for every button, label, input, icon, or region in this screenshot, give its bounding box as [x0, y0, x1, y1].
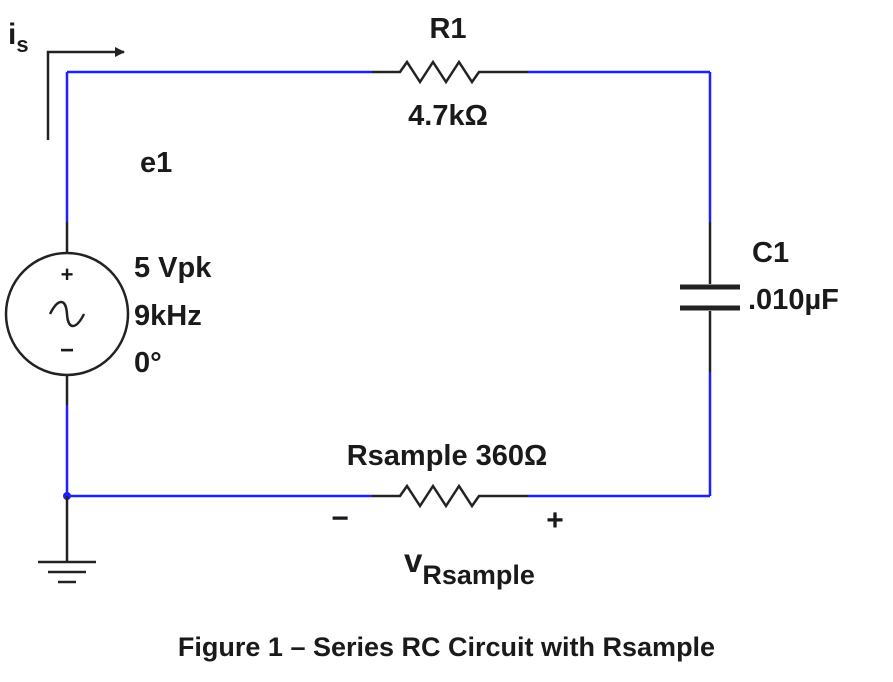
- source-phase: 0°: [134, 347, 162, 379]
- voltage-label: vRsample: [404, 542, 535, 590]
- source-name: e1: [140, 147, 172, 179]
- rsample-minus-sign: −: [331, 502, 349, 535]
- r1-value: 4.7kΩ: [408, 100, 488, 132]
- rsample-plus-sign: +: [546, 504, 564, 537]
- capacitor-icon: [680, 222, 740, 372]
- circuit-diagram: is R1 4.7kΩ + − e1 5 Vpk 9kHz 0° C1 .010…: [4, 13, 839, 590]
- ac-source-icon: [4, 222, 130, 405]
- wires: [65, 70, 712, 498]
- resistor-icon: [372, 59, 528, 85]
- c1-name: C1: [752, 237, 789, 269]
- r1-name: R1: [429, 13, 466, 45]
- source-amplitude: 5 Vpk: [134, 252, 212, 284]
- c1-value: .010µF: [748, 284, 839, 316]
- current-arrow-icon: [46, 47, 125, 140]
- figure-caption: Figure 1 – Series RC Circuit with Rsampl…: [177, 632, 716, 662]
- source-plus-sign: +: [61, 262, 74, 287]
- rsample-resistor-icon: [372, 483, 528, 509]
- ground-icon: [38, 496, 96, 584]
- rsample-label: Rsample 360Ω: [347, 440, 548, 472]
- current-label: is: [8, 18, 29, 57]
- source-minus-sign: −: [60, 337, 74, 364]
- source-frequency: 9kHz: [134, 300, 202, 332]
